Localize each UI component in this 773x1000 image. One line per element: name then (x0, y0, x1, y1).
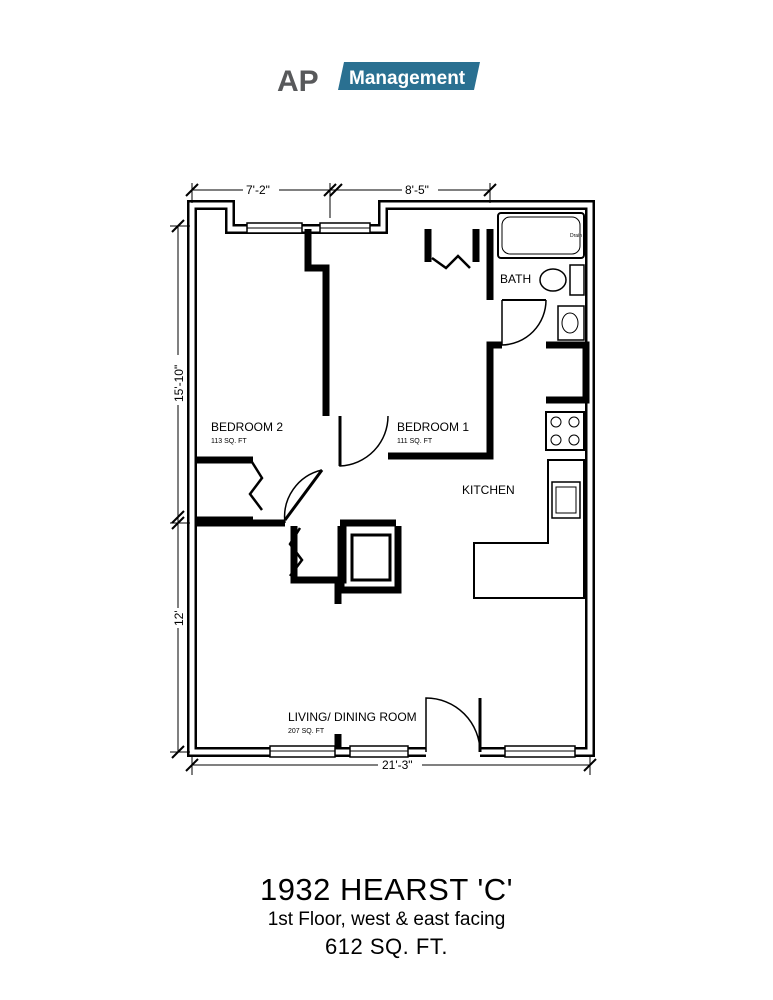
dim-top-left-bg (243, 183, 279, 197)
bath-label: BATH (500, 272, 531, 286)
wall-living-closet (290, 526, 347, 584)
kitchen-counter (473, 459, 585, 599)
bedroom1-door-opening (322, 416, 334, 470)
stove (545, 411, 585, 451)
bath-door-swing (501, 299, 547, 346)
ap-management-logo: AP Management (277, 62, 480, 98)
floor-plan: Drain BEDROOM 2 113 SQ. FT BEDROOM 1 111… (170, 183, 597, 775)
kitchen-sink (551, 481, 581, 519)
exterior-wall-inner (189, 202, 593, 755)
toilet-tank (569, 264, 585, 296)
unit-subtitle: 1st Floor, west & east facing (267, 909, 506, 930)
living-closet-doors (288, 527, 304, 577)
dimension-lines (170, 183, 597, 775)
dim-left-lower-text: 12' (172, 610, 186, 626)
unit-area: 612 SQ. FT. (325, 934, 448, 959)
title-block: 1932 HEARST 'C' 1st Floor, west & east f… (0, 872, 773, 960)
logo-management-text: Management (349, 68, 466, 89)
dim-bottom-bg (378, 758, 422, 772)
bathtub (497, 212, 585, 259)
windows (246, 222, 576, 758)
kitchen-label: KITCHEN (462, 483, 515, 497)
wall-bedroom2-bedroom1 (304, 229, 330, 468)
bedroom1-area: 111 SQ. FT (397, 438, 433, 445)
wall-utility (337, 526, 402, 594)
bedroom1-label: BEDROOM 1 (397, 420, 469, 434)
exterior-wall-outline (187, 200, 595, 757)
bath-sink-basin (561, 312, 579, 334)
dim-top-right-bg (402, 183, 438, 197)
exterior-walls (187, 200, 595, 757)
toilet-bowl (539, 268, 567, 292)
kitchen-sink-basin (555, 486, 577, 514)
entry-door-opening (426, 744, 480, 758)
bedroom2-door-swing (283, 469, 323, 524)
bathtub-drain-label: Drain (570, 233, 582, 239)
living-label: LIVING/ DINING ROOM (288, 710, 417, 724)
dim-top-left-text: 7'-2" (246, 183, 270, 197)
bathtub-basin (501, 216, 581, 255)
bedroom2-closet-doors (248, 461, 264, 511)
bedroom2-door-leaf (283, 469, 324, 521)
dim-left-upper-text: 15'-10" (172, 365, 186, 402)
dim-left-lower-bg (171, 608, 185, 628)
unit-title: 1932 HEARST 'C' (259, 872, 514, 907)
interior-walls (196, 229, 590, 748)
logo-ap-text: AP (277, 65, 319, 98)
wall-bath-bottom (546, 341, 590, 404)
dim-left-upper-bg (171, 355, 185, 405)
entry-door-swing (425, 697, 481, 753)
bath-sink (557, 305, 585, 341)
stove-burners (550, 416, 580, 446)
living-area: 207 SQ. FT (288, 728, 325, 735)
dim-top-right-text: 8'-5" (405, 183, 429, 197)
wall-bedroom1-kitchen (388, 341, 502, 460)
logo-banner (338, 62, 480, 90)
bedroom1-closet-doors (431, 254, 471, 270)
bedroom2-area: 113 SQ. FT (211, 438, 247, 445)
dim-bottom-text: 21'-3" (382, 758, 413, 772)
bedroom2-label: BEDROOM 2 (211, 420, 283, 434)
bedroom1-door-swing (339, 415, 389, 467)
utility-unit (350, 533, 392, 582)
